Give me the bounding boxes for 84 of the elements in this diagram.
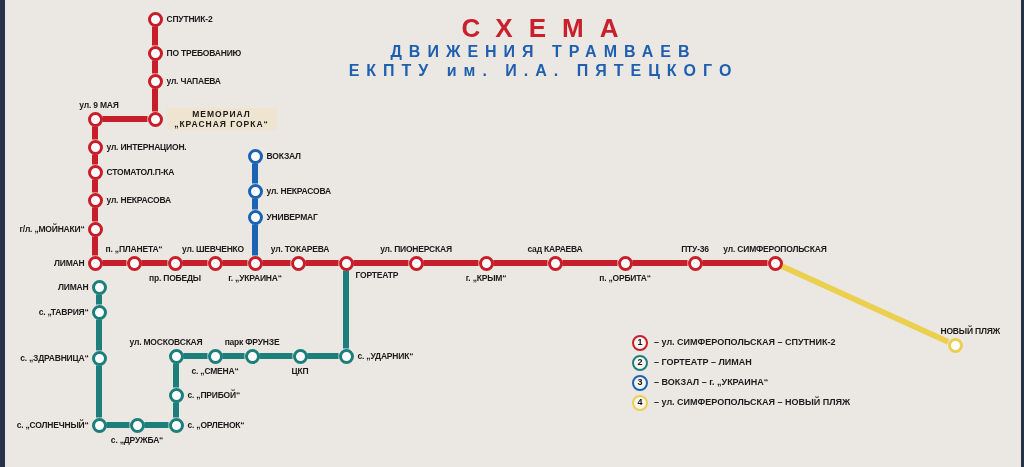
station-name: г. „УКРАИНА“ xyxy=(228,272,282,283)
station-name: с. „СОЛНЕЧНЫЙ“ xyxy=(16,420,89,430)
track-line xyxy=(173,363,179,388)
track-line xyxy=(702,260,768,266)
track-line xyxy=(96,365,102,418)
track-line xyxy=(102,116,148,122)
station-name: ул. МОСКОВСКАЯ xyxy=(129,336,203,347)
track-line xyxy=(102,260,127,266)
track-line xyxy=(141,260,168,266)
station-name: ул. НЕКРАСОВА xyxy=(266,186,331,196)
station-name: ул. ПИОНЕРСКАЯ xyxy=(380,243,452,254)
track-line xyxy=(182,260,208,266)
route-number: 4 xyxy=(632,395,648,411)
station-name: ул. ЧАПАЕВА xyxy=(166,76,221,86)
station-name: ПО ТРЕБОВАНИЮ xyxy=(166,48,242,58)
track-line xyxy=(152,60,158,74)
station-name: с. „СМЕНА“ xyxy=(191,365,239,376)
track-line xyxy=(259,353,293,359)
track-line xyxy=(252,163,258,184)
track-line xyxy=(343,270,349,349)
station-name: ул. НЕКРАСОВА xyxy=(106,195,171,205)
station-name: ул. ШЕВЧЕНКО xyxy=(182,243,244,254)
station-name: с. „ДРУЖБА“ xyxy=(110,434,164,445)
station-name: УНИВЕРМАГ xyxy=(266,212,318,222)
station-name: с. „ЗДРАВНИЦА“ xyxy=(20,353,89,363)
station-name: МЕМОРИАЛ „КРАСНАЯ ГОРКА“ xyxy=(166,108,277,130)
track-line xyxy=(353,260,409,266)
track-line xyxy=(144,422,169,428)
station-name: г/л. „МОЙНАКИ“ xyxy=(19,224,85,234)
station-name: СТОМАТОЛ.П-КА xyxy=(106,167,175,177)
station-name: НОВЫЙ ПЛЯЖ xyxy=(940,325,1001,336)
track-line xyxy=(562,260,618,266)
track-line xyxy=(222,353,245,359)
station-name: ГОРТЕАТР xyxy=(355,269,399,280)
legend-text: – ул. СИМФЕРОПОЛЬСКАЯ – СПУТНИК-2 xyxy=(654,337,836,348)
station-name: с. „ТАВРИЯ“ xyxy=(38,307,89,317)
station-name: ул. СИМФЕРОПОЛЬСКАЯ xyxy=(723,243,827,254)
route-number: 2 xyxy=(632,355,648,371)
station-name: с. „ОРЛЕНОК“ xyxy=(187,420,245,430)
track-line xyxy=(92,207,98,222)
legend-text: – ВОКЗАЛ – г. „УКРАИНА“ xyxy=(654,377,769,388)
station-name: с. „ПРИБОЙ“ xyxy=(187,390,240,400)
station-name: сад КАРАЕВА xyxy=(527,243,583,254)
track-line xyxy=(92,154,98,165)
map-title: СХЕМА ДВИЖЕНИЯ ТРАМВАЕВ ЕКПТУ им. И.А. ПЯТЕЦКОГО xyxy=(347,14,740,80)
station-name: ПТУ-36 xyxy=(681,243,709,254)
track-line xyxy=(92,179,98,193)
station-name: ЦКП xyxy=(291,365,309,376)
track-line xyxy=(307,353,339,359)
track-line xyxy=(152,88,158,112)
legend-text: – ГОРТЕАТР – ЛИМАН xyxy=(654,357,752,368)
station-name: ул. ИНТЕРНАЦИОН. xyxy=(106,142,187,152)
legend-text: – ул. СИМФЕРОПОЛЬСКАЯ – НОВЫЙ ПЛЯЖ xyxy=(654,397,851,408)
track-line xyxy=(106,422,130,428)
station-name: ул. 9 МАЯ xyxy=(79,99,119,110)
route-number: 3 xyxy=(632,375,648,391)
station-name: п. „ОРБИТА“ xyxy=(599,272,651,283)
track-line xyxy=(96,319,102,351)
station-name: ул. ТОКАРЕВА xyxy=(270,243,330,254)
track-line xyxy=(173,402,179,418)
track-line xyxy=(183,353,208,359)
route-number: 1 xyxy=(632,335,648,351)
track-line xyxy=(632,260,688,266)
station-name: пр. ПОБЕДЫ xyxy=(149,272,201,283)
track-line xyxy=(252,198,258,210)
track-line xyxy=(305,260,339,266)
track-line xyxy=(92,126,98,140)
station-name: ЛИМАН xyxy=(54,258,85,268)
station-name: ЛИМАН xyxy=(58,282,89,292)
track-line xyxy=(252,224,258,256)
track-line xyxy=(493,260,548,266)
track-line xyxy=(423,260,479,266)
station-name: парк ФРУНЗЕ xyxy=(224,336,280,347)
station-name: ВОКЗАЛ xyxy=(266,151,301,161)
station-name: СПУТНИК-2 xyxy=(166,14,213,24)
track-line xyxy=(96,294,102,305)
track-line xyxy=(92,236,98,256)
station-name: п. „ПЛАНЕТА“ xyxy=(105,243,163,254)
station-name: с. „УДАРНИК“ xyxy=(357,351,414,361)
track-line xyxy=(222,260,248,266)
track-line xyxy=(152,26,158,46)
station-name: г. „КРЫМ“ xyxy=(465,272,507,283)
track-line xyxy=(780,263,950,345)
track-line xyxy=(262,260,291,266)
